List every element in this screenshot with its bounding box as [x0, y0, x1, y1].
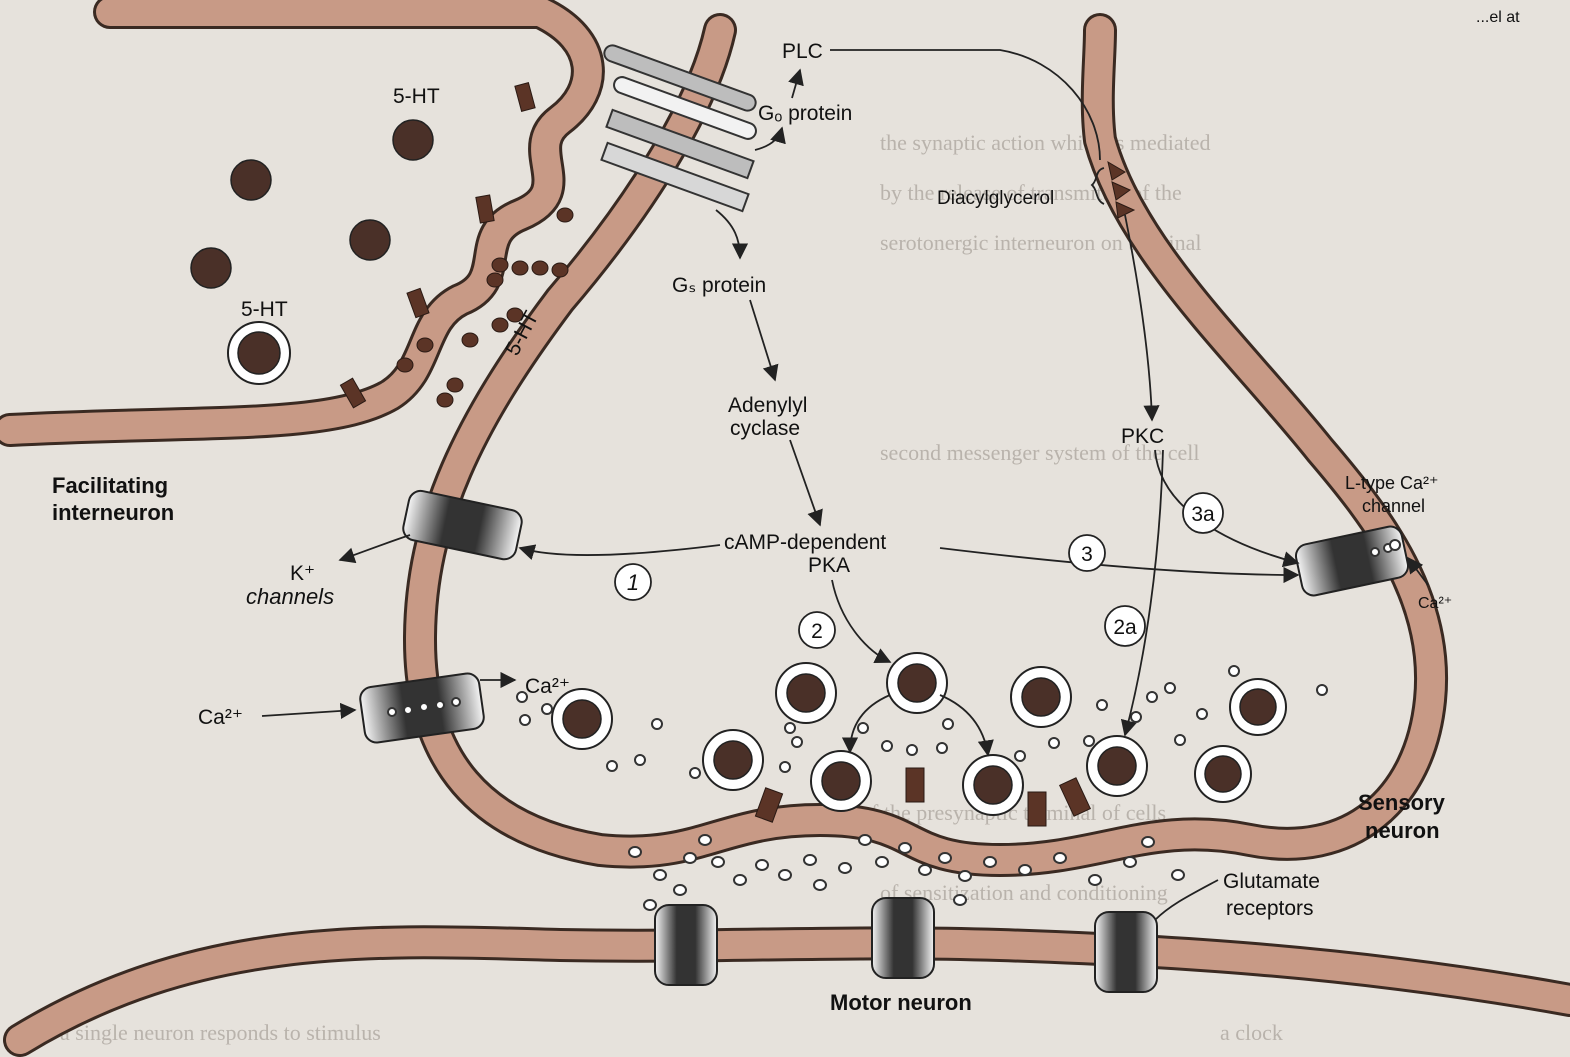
- label-facilitating: Facilitating: [52, 473, 168, 498]
- label-neuron: neuron: [1365, 818, 1440, 843]
- label-diacylglycerol: Diacylglycerol: [937, 188, 1054, 209]
- pathway-3: 3: [1081, 543, 1093, 566]
- label-k-plus: K⁺: [290, 562, 315, 585]
- label-ca-left: Ca²⁺: [198, 706, 243, 729]
- l-type-calcium-channel: [1294, 524, 1410, 597]
- label-pka: PKA: [808, 554, 850, 577]
- label-5ht-top: 5-HT: [393, 85, 440, 108]
- label-sensory: Sensory: [1358, 790, 1446, 815]
- label-glutamate: Glutamate: [1223, 870, 1320, 893]
- label-gs-protein: Gₛ protein: [672, 274, 766, 297]
- label-adenylyl: Adenylyl: [728, 394, 807, 417]
- pathway-1: 1: [627, 570, 639, 595]
- label-ca-inside: Ca²⁺: [525, 675, 570, 698]
- label-receptors: receptors: [1226, 897, 1314, 920]
- label-interneuron: interneuron: [52, 500, 174, 525]
- label-gq-protein: Gₒ protein: [758, 102, 852, 125]
- pathway-3a: 3a: [1191, 503, 1215, 526]
- labels: 5-HT 5-HT 5-HT PLC Gₒ protein Gₛ protein…: [52, 9, 1520, 1015]
- svg-text:the synaptic action which is m: the synaptic action which is mediated: [880, 130, 1211, 155]
- pathway-2a: 2a: [1113, 616, 1137, 639]
- label-ca-right: Ca²⁺: [1418, 595, 1452, 612]
- svg-text:a single neuron responds to st: a single neuron responds to stimulus: [60, 1020, 381, 1045]
- label-pkc: PKC: [1121, 425, 1164, 448]
- label-5ht-left: 5-HT: [241, 298, 288, 321]
- label-l-type-channel: channel: [1362, 496, 1425, 516]
- label-channels: channels: [246, 584, 334, 609]
- label-cyclase: cyclase: [730, 417, 800, 440]
- label-camp-dependent: cAMP-dependent: [724, 531, 886, 554]
- label-motor-neuron: Motor neuron: [830, 990, 972, 1015]
- svg-text:a clock: a clock: [1220, 1020, 1283, 1045]
- pathway-markers: 1 2 3 2a 3a: [615, 493, 1223, 648]
- label-l-type: L-type Ca²⁺: [1345, 473, 1439, 493]
- label-corner-text: ...el at: [1476, 9, 1520, 26]
- label-plc: PLC: [782, 40, 823, 63]
- interneuron-vesicles: [191, 120, 433, 384]
- calcium-channel-left: [359, 672, 486, 744]
- pathway-2: 2: [811, 620, 823, 643]
